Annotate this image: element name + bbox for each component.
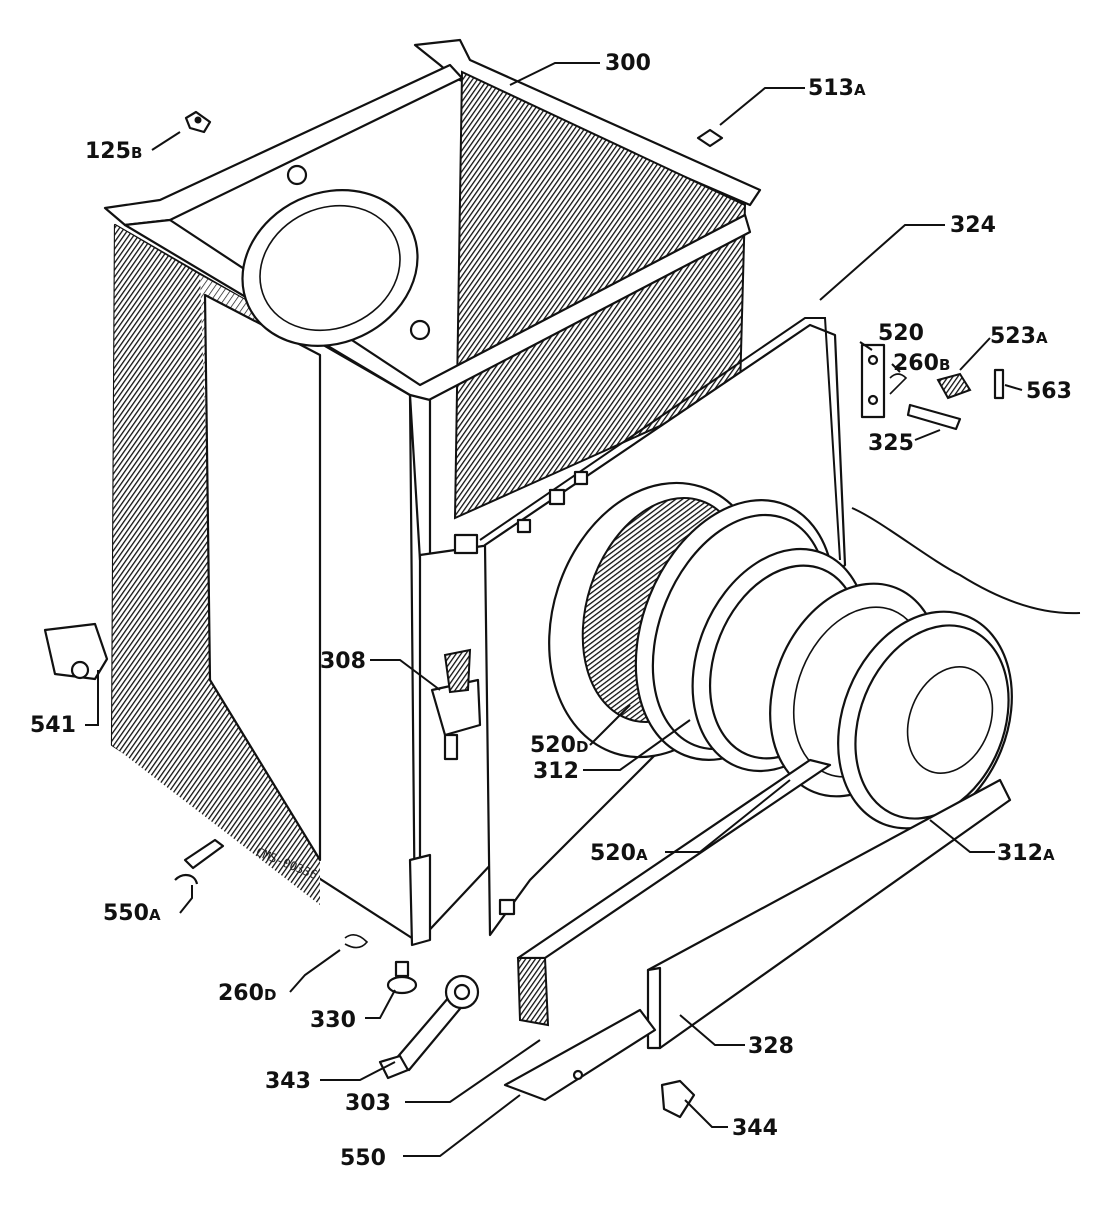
cabinet-right-bracket-line: [851, 507, 1081, 615]
feet-bracket-icon: [174, 838, 225, 885]
callout-328: 328: [748, 1034, 794, 1059]
callout-550a: 550A: [103, 901, 161, 926]
callout-520a: 520A: [590, 841, 648, 866]
callout-labels: 300 513A 125B 324 520 523A 260B 563 325 308 541 520…: [30, 51, 1072, 1171]
callout-513a: 513A: [808, 76, 866, 101]
small-parts: [43, 110, 1005, 1119]
callout-325: 325: [868, 431, 914, 456]
clip-icon: [184, 110, 212, 134]
lock-catch-icon: [936, 372, 972, 400]
pin-icon: [993, 368, 1005, 400]
cap-icon: [660, 1079, 696, 1119]
callout-303: 303: [345, 1091, 391, 1116]
callout-541: 541: [30, 713, 76, 738]
kickplate-block: [646, 778, 1012, 1050]
callout-308: 308: [320, 649, 366, 674]
callout-324: 324: [950, 213, 996, 238]
door-assembly: [837, 610, 1013, 830]
callout-550: 550: [340, 1146, 386, 1171]
callout-520: 520: [878, 321, 924, 346]
callout-312: 312: [533, 759, 579, 784]
spring-clip-small-icon: [344, 934, 369, 949]
callout-343: 343: [265, 1069, 311, 1094]
bottom-rail: [503, 1008, 657, 1102]
cabinet-shell: [103, 38, 762, 947]
callout-260d: 260D: [218, 981, 276, 1006]
callout-344: 344: [732, 1116, 778, 1141]
grommet-icon: [696, 128, 724, 148]
leader-lines: [85, 62, 1023, 1157]
callout-260b: 260B: [893, 351, 950, 376]
door-switch-icon: [430, 648, 482, 761]
callout-523a: 523A: [990, 324, 1048, 349]
wrench-icon: [378, 974, 480, 1080]
spring-clip-icon: [889, 373, 908, 395]
adjustable-foot-icon: [386, 960, 418, 995]
door-lever-icon: [906, 403, 962, 431]
hinge-plate-icon: [860, 343, 886, 419]
callout-563: 563: [1026, 379, 1072, 404]
hinge-icon: [43, 622, 109, 720]
inner-tub-opening: [241, 189, 419, 347]
callout-125b: 125B: [85, 139, 142, 164]
callout-520d: 520D: [530, 733, 588, 758]
callout-300: 300: [605, 51, 651, 76]
callout-330: 330: [310, 1008, 356, 1033]
callout-312a: 312A: [997, 841, 1055, 866]
